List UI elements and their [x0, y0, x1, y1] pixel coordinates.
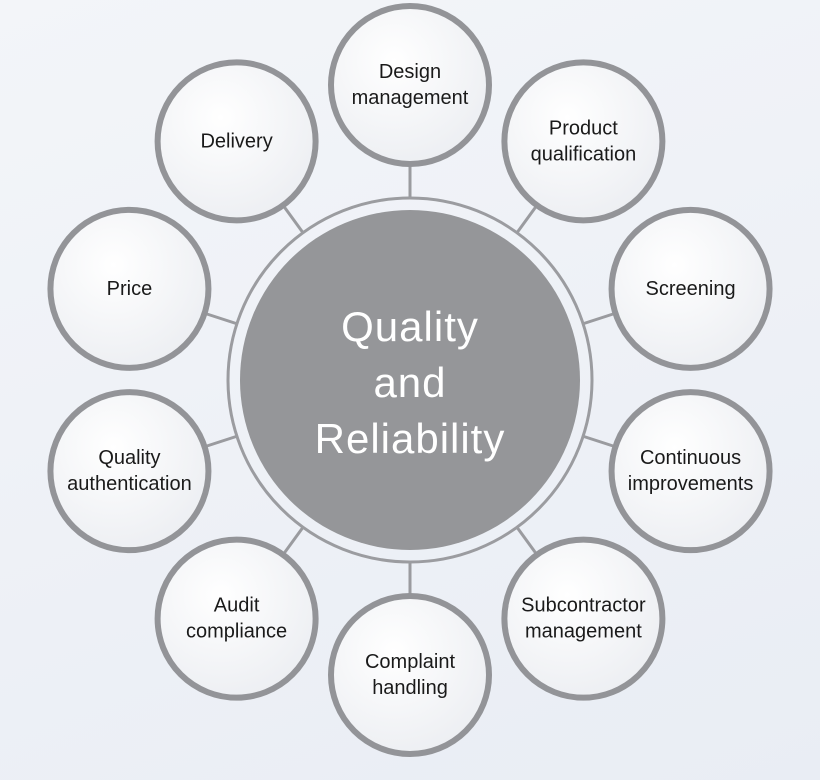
satellite-label-line: Screening: [646, 278, 736, 300]
satellite-circle: [328, 3, 492, 167]
satellite-circle: [501, 536, 666, 701]
satellite-circle: [608, 206, 773, 371]
satellite-label: Quality authentication: [67, 447, 192, 495]
satellite-label: Complaint handling: [365, 651, 455, 699]
satellite-node: Continuous improvements: [608, 389, 773, 554]
satellite-label-line: improvements: [628, 473, 754, 495]
satellite-label-line: Audit: [214, 595, 260, 617]
satellite-label: Screening: [646, 278, 736, 300]
satellite-label: Audit compliance: [186, 595, 287, 643]
satellite-circle: [47, 389, 212, 554]
satellite-circle: [608, 389, 773, 554]
connector-line: [204, 311, 238, 326]
satellite-label-line: handling: [372, 677, 448, 699]
satellite-label-line: Design: [379, 61, 441, 83]
satellite-node: Complaint handling: [328, 593, 492, 757]
satellite-label-line: Delivery: [200, 130, 272, 152]
satellite-circle: [154, 536, 319, 701]
satellite-label: Price: [107, 278, 153, 300]
hub-label-line: Quality: [341, 303, 479, 350]
satellite-label-line: Product: [549, 117, 618, 139]
hub-outer-ring: [226, 196, 594, 564]
satellite-label-line: authentication: [67, 473, 192, 495]
satellite-circle: [501, 59, 666, 224]
satellite-label-line: Continuous: [640, 447, 741, 469]
connector-line: [515, 204, 539, 234]
satellite-node: Audit compliance: [154, 536, 319, 701]
connector-line: [582, 434, 616, 449]
satellite-label-line: compliance: [186, 621, 287, 643]
satellite-node: Screening: [608, 206, 773, 371]
satellite-circle: [328, 593, 492, 757]
satellite-label: Design management: [352, 61, 469, 109]
connector-line: [515, 526, 539, 556]
satellite-circle: [47, 206, 212, 371]
satellite-label-line: Complaint: [365, 651, 455, 673]
satellite-node: Delivery: [154, 59, 319, 224]
satellite-label-line: management: [352, 87, 469, 109]
connector-line: [582, 311, 616, 326]
satellite-node: Product qualification: [501, 59, 666, 224]
satellite-label-line: Subcontractor: [521, 595, 646, 617]
satellite-label: Continuous improvements: [628, 447, 754, 495]
hub-circle: [240, 210, 580, 550]
satellite-label-line: management: [525, 621, 642, 643]
satellite-node: Design management: [328, 3, 492, 167]
hub-label-line: and: [373, 359, 446, 406]
satellite-label: Delivery: [200, 130, 272, 152]
connector-lines: [204, 164, 616, 596]
hub-label-line: Reliability: [315, 415, 506, 462]
connector-line: [281, 526, 305, 556]
satellite-node: Price: [47, 206, 212, 371]
connector-line: [204, 434, 238, 449]
satellite-node: Subcontractor management: [501, 536, 666, 701]
satellite-node: Quality authentication: [47, 389, 212, 554]
connector-line: [281, 204, 305, 234]
satellite-label-line: qualification: [531, 143, 637, 165]
satellite-label: Subcontractor management: [521, 595, 646, 643]
satellite-circle: [154, 59, 319, 224]
satellite-label-line: Quality: [98, 447, 160, 469]
satellite-label: Product qualification: [531, 117, 637, 165]
satellite-label-line: Price: [107, 278, 153, 300]
